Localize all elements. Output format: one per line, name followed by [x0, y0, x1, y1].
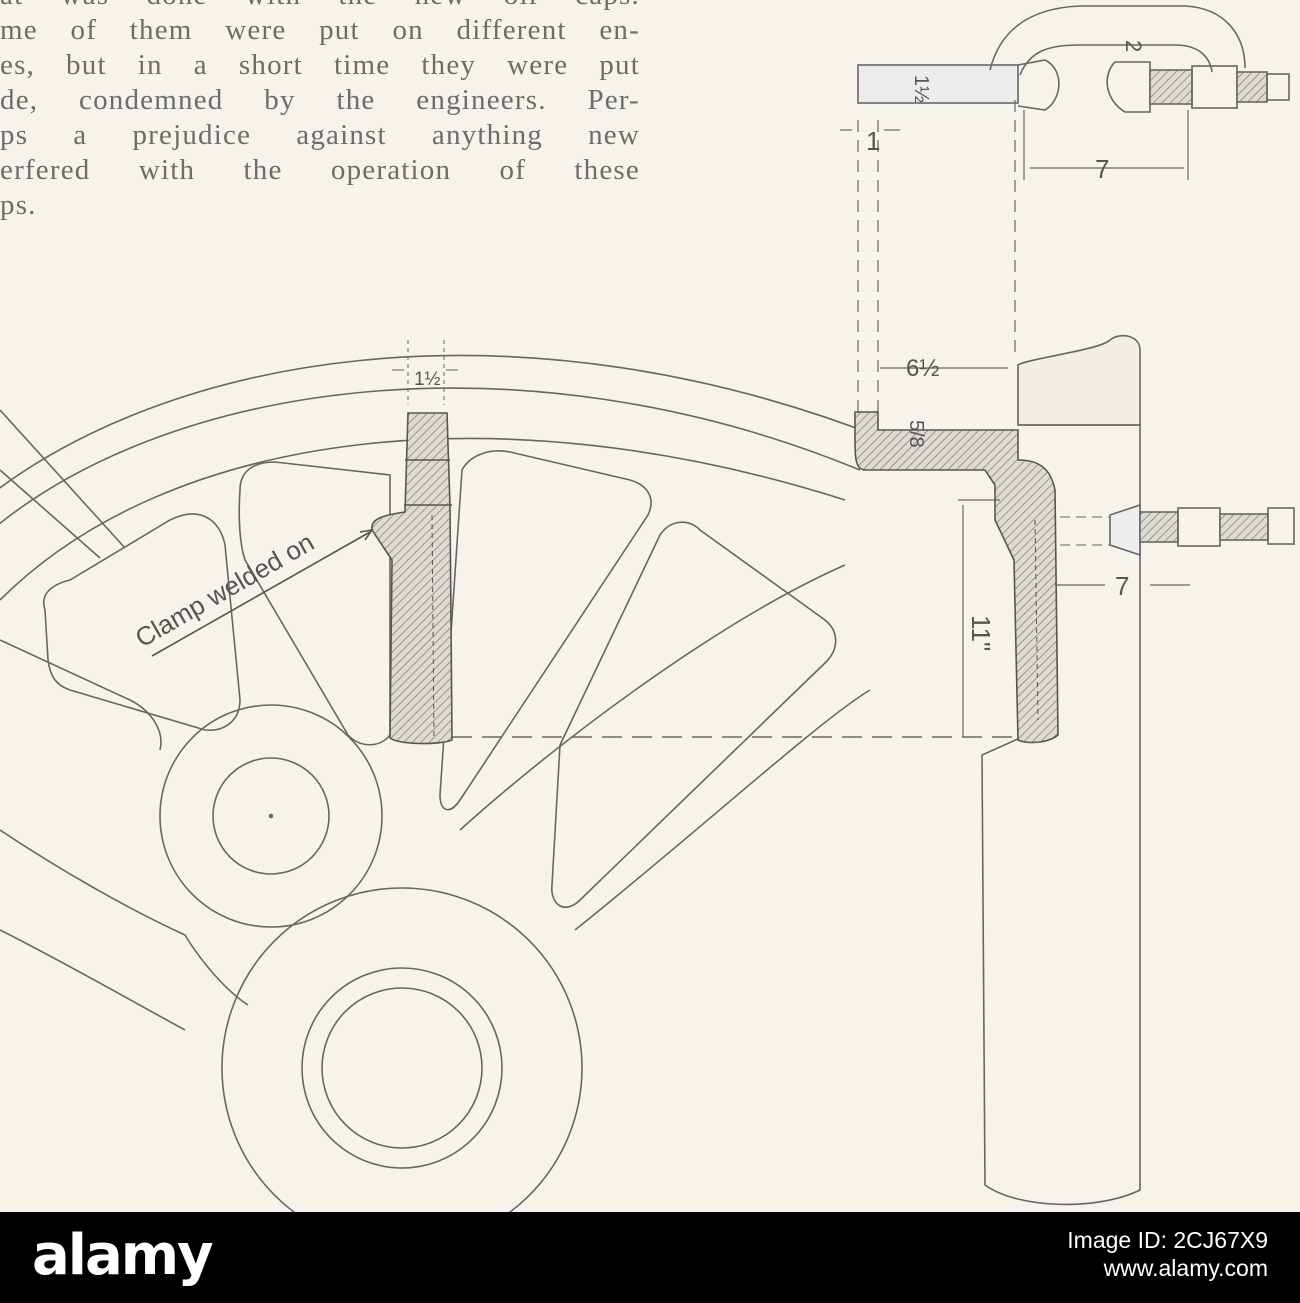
clamp-frame-inner: [1019, 44, 1213, 76]
spoke-opening: [551, 521, 837, 908]
clamp-screw-head: [1266, 73, 1290, 101]
dim-bar-width: 1½: [910, 75, 932, 103]
clamp-screw: [1149, 69, 1193, 105]
scanned-page: at was done with the new oil caps. me of…: [0, 0, 1295, 1212]
text-line: ps.: [0, 189, 37, 221]
hub-center: [268, 813, 274, 819]
site-url: www.alamy.com: [1103, 1255, 1268, 1281]
dim-clamp-gap: 2: [1121, 40, 1146, 52]
dim-pad-height: 11": [966, 615, 996, 651]
rim-outer-arc: [0, 354, 901, 489]
dim-clamp-reach-top: 7: [1095, 154, 1109, 184]
clamp-nut: [1191, 65, 1238, 109]
clamp-top-view: [857, 5, 1290, 113]
dim-lip-thickness: 5/8: [905, 420, 927, 448]
text-line: ps a prejudice against anything new: [0, 119, 640, 151]
spoke-line: [0, 409, 126, 549]
alamy-logo: alamy: [32, 1223, 214, 1288]
text-line: de, condemned by the engineers. Per-: [0, 84, 640, 116]
text-line: at was done with the new oil caps.: [0, 0, 640, 13]
text-line: es, but in a short time they were put: [0, 49, 640, 81]
clamp-jaw: [1106, 61, 1151, 113]
rim-inside-arc: [0, 437, 846, 601]
spoke-opening: [43, 513, 241, 731]
clamp-side-view: [854, 334, 1295, 1206]
counterweight-edge: [0, 829, 186, 936]
dim-lip-width: 6½: [906, 355, 939, 382]
wheel-drawing: [0, 354, 901, 1212]
crank-middle: [301, 967, 503, 1169]
spoke-line: [0, 469, 101, 559]
spoke-opening: [238, 461, 391, 746]
image-id: Image ID: 2CJ67X9: [1067, 1227, 1268, 1253]
clamp-bar: [857, 64, 1019, 104]
screw-tip: [1109, 503, 1141, 557]
crank-outer: [221, 887, 583, 1212]
spoke-line: [0, 639, 162, 751]
image-id-block: Image ID: 2CJ67X9 www.alamy.com: [1067, 1226, 1268, 1282]
counterweight-edge: [184, 934, 249, 1006]
spoke-line: [459, 564, 846, 831]
clamp-frame-outer: [989, 5, 1246, 71]
clamp-pad-section: [854, 411, 1059, 744]
body-text: at was done with the new oil caps. me of…: [0, 0, 640, 223]
dim-clamp-reach-side: 7: [1115, 571, 1129, 601]
rod-top: [1017, 334, 1141, 426]
screw-nut: [1177, 507, 1221, 547]
counterweight-edge: [0, 929, 186, 1031]
spoke-opening: [439, 450, 652, 811]
clamp-section: [371, 412, 453, 745]
screw-head: [1267, 507, 1295, 545]
dim-bar-thickness: 1: [866, 126, 880, 156]
drawing: 1½ Clamp welded on 2 1½: [0, 5, 1295, 1212]
hub-outer: [159, 704, 383, 928]
text-line: erfered with the operation of these: [0, 154, 640, 186]
rod-body: [981, 424, 1141, 1206]
screw-thread-end: [1219, 513, 1269, 541]
screw-thread: [1139, 511, 1179, 543]
hub-inner: [212, 757, 330, 875]
spoke-line: [574, 689, 871, 931]
clamp-jaw: [1017, 59, 1060, 111]
text-line: me of them were put on different en-: [0, 14, 640, 46]
rim-inner-arc: [0, 387, 861, 525]
crank-inner: [321, 987, 483, 1149]
watermark-banner: alamy Image ID: 2CJ67X9 www.alamy.com: [0, 1212, 1300, 1303]
dim-spoke-width: 1½: [414, 369, 441, 390]
clamp-screw-end: [1236, 71, 1268, 103]
